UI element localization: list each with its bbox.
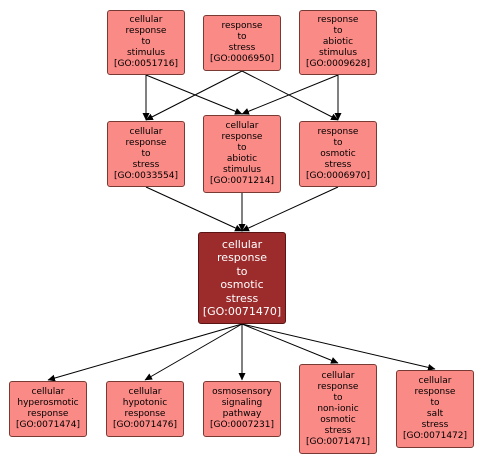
node-label-line: response (124, 409, 166, 419)
node-go-id: [GO:0051716] (113, 59, 179, 69)
node-label-line: non-ionic (317, 403, 359, 414)
node-label-line: signaling (221, 398, 263, 408)
edge-response_to_osmotic_stress-to-cellular_response_to_osmotic_stress (241, 186, 339, 232)
node-label-line: cellular (128, 387, 162, 397)
node-go-id: [GO:0071472] (402, 431, 468, 441)
node-label-line: stress (324, 159, 352, 170)
node-go-id: [GO:0009628] (305, 59, 371, 69)
node-go-id: [GO:0033554] (113, 170, 179, 181)
edge-response_to_stress-to-cellular_response_to_stress (145, 70, 243, 121)
node-label-line: stimulus (222, 165, 262, 175)
node-label-line: stress (324, 425, 352, 436)
node-label-line: cellular (221, 237, 263, 251)
node-label-line: to (236, 264, 248, 278)
node-label-line: response (125, 26, 167, 36)
node-label-line: response (221, 21, 263, 31)
node-label-line: abiotic (226, 154, 258, 164)
node-label-line: to (333, 26, 343, 36)
node-label-line: response (317, 15, 359, 25)
edge-cellular_response_to_osmotic_stress-to-cellular_response_to_salt_stress (241, 323, 436, 371)
node-label-line: stress (228, 43, 256, 53)
node-label-line: osmotic (320, 148, 356, 159)
node-label-line: osmotic (320, 414, 356, 425)
node-label-line: response (221, 132, 263, 142)
edge-cellular_response_to_osmotic_stress-to-cellular_hypotonic_response (144, 323, 243, 381)
node-label-line: stress (421, 420, 449, 430)
edge-cellular_response_to_stress-to-cellular_response_to_osmotic_stress (145, 186, 243, 232)
node-label-line: response (125, 137, 167, 148)
node-go-id: [GO:0006970] (305, 170, 371, 181)
node-label-line: response (317, 381, 359, 392)
node-go-id: [GO:0071471] (305, 436, 371, 447)
node-go-id: [GO:0071474] (15, 420, 81, 430)
node-label-line: to (333, 137, 343, 148)
node-go-id: [GO:0071470] (202, 305, 282, 318)
node-label-line: stimulus (318, 48, 358, 58)
node-label-line: response (27, 409, 69, 419)
node-label-line: response (317, 126, 359, 137)
node-label-line: to (430, 398, 440, 408)
node-label-line: to (237, 32, 247, 42)
node-label-line: stimulus (126, 48, 166, 58)
node-label-line: stress (225, 291, 259, 305)
node-label-line: osmosensory (212, 387, 272, 397)
node-label-line: stress (132, 159, 160, 170)
node-go-id: [GO:0007231] (209, 420, 275, 430)
node-label-line: to (333, 392, 343, 403)
node-label-line: hypotonic (122, 398, 168, 408)
node-label-line: cellular (129, 15, 163, 25)
node-label-line: salt (426, 409, 444, 419)
node-label-line: osmotic (220, 278, 264, 291)
node-label-line: pathway (222, 409, 262, 419)
edge-cellular_response_to_osmotic_stress-to-cellular_hyperosmotic_response (47, 323, 243, 382)
node-label-line: abiotic (322, 37, 354, 47)
node-go-id: [GO:0071214] (209, 176, 275, 186)
node-label-line: response (414, 387, 456, 397)
edge-response_to_stress-to-response_to_osmotic_stress (241, 70, 339, 121)
node-label-line: cellular (129, 126, 163, 137)
node-label-line: to (141, 37, 151, 47)
edge-cellular_response_to_stimulus-to-cellular_response_to_abiotic_stimulus (145, 74, 243, 115)
node-label-line: cellular (321, 370, 355, 381)
node-label-line: to (141, 148, 151, 159)
edge-cellular_response_to_osmotic_stress-to-cellular_response_to_non_ionic_osmotic_stress (241, 323, 339, 364)
node-label-line: cellular (418, 376, 452, 386)
node-label-line: cellular (31, 387, 65, 397)
node-label-line: to (237, 143, 247, 153)
node-label-line: hyperosmotic (17, 398, 79, 408)
node-go-id: [GO:0071476] (112, 420, 178, 430)
edge-response_to_abiotic_stimulus-to-cellular_response_to_abiotic_stimulus (241, 74, 339, 115)
node-label-line: cellular (225, 121, 259, 131)
node-go-id: [GO:0006950] (209, 54, 275, 64)
node-label-line: response (217, 251, 267, 264)
